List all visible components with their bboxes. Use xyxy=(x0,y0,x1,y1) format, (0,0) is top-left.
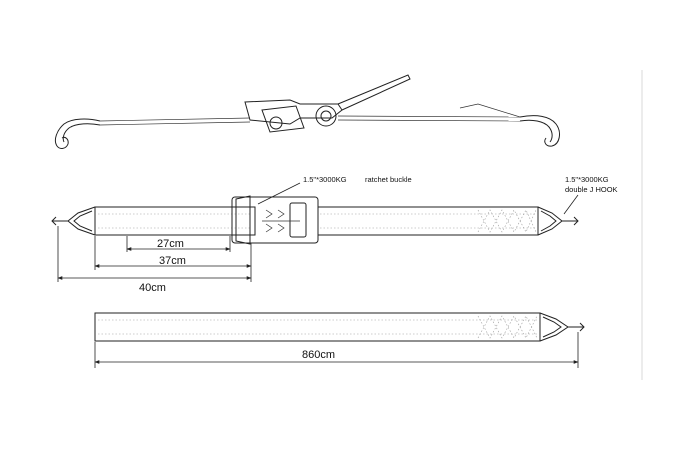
buckle-spec-label: 1.5"*3000KG xyxy=(303,175,347,184)
left-j-hook-perspective xyxy=(54,118,101,149)
box-stitch-pattern-2 xyxy=(477,209,537,233)
long-webbing-upper xyxy=(317,206,539,236)
dimension-37cm: 37cm xyxy=(94,236,252,282)
dim-37-label: 37cm xyxy=(159,255,186,267)
short-webbing xyxy=(94,206,256,236)
dim-860-label: 860cm xyxy=(302,349,335,361)
dim-27-label: 27cm xyxy=(157,238,184,250)
ratchet-buckle-lever xyxy=(235,195,251,245)
long-strap-view xyxy=(94,312,585,342)
hook-leader-line xyxy=(563,194,579,215)
right-j-hook-perspective xyxy=(519,115,560,147)
right-hook-shank xyxy=(562,216,579,226)
ratchet-spool xyxy=(315,105,337,127)
hook-spec-label: 1.5"*3000KG xyxy=(565,175,609,184)
perspective-assembly xyxy=(54,74,560,149)
strap-long-upper xyxy=(337,115,521,118)
dimension-860cm: 860cm xyxy=(94,332,579,368)
strap-short-end-upper xyxy=(99,117,251,122)
long-strap-hook-shank xyxy=(568,322,585,332)
long-strap-hook-eye-inner xyxy=(542,316,562,338)
left-hook-eye-inner xyxy=(73,210,93,232)
dimension-27cm: 27cm xyxy=(126,236,231,252)
long-strap-box-stitch xyxy=(477,315,538,339)
long-end-assembly xyxy=(317,206,579,236)
long-strap-box-stitch-2 xyxy=(477,315,538,339)
left-j-hook-inner xyxy=(62,123,101,143)
ratchet-buckle-teeth xyxy=(265,209,285,233)
strap-long-lower xyxy=(337,119,521,122)
ratchet-pivot xyxy=(269,116,283,130)
long-strap-webbing xyxy=(94,312,541,342)
strap-tail xyxy=(459,103,521,118)
right-hook-eye-inner xyxy=(540,210,557,232)
short-end-assembly xyxy=(51,195,319,245)
dim-40-label: 40cm xyxy=(139,282,166,294)
buckle-leader-line xyxy=(257,182,301,205)
dimension-40cm: 40cm xyxy=(57,226,252,294)
strap-short-end-lower xyxy=(99,121,251,126)
ratchet-body xyxy=(261,105,305,133)
ratchet-buckle-spool xyxy=(289,202,307,238)
left-hook-shank xyxy=(51,216,68,226)
ratchet-lever-upper xyxy=(337,74,411,111)
buckle-name-label: ratchet buckle xyxy=(365,175,412,184)
hook-name-label: double J HOOK xyxy=(565,185,618,194)
right-j-hook-inner xyxy=(519,119,553,143)
box-stitch-pattern xyxy=(477,209,537,233)
ratchet-spool-inner xyxy=(320,110,332,122)
ratchet-buckle-frame xyxy=(231,196,319,244)
